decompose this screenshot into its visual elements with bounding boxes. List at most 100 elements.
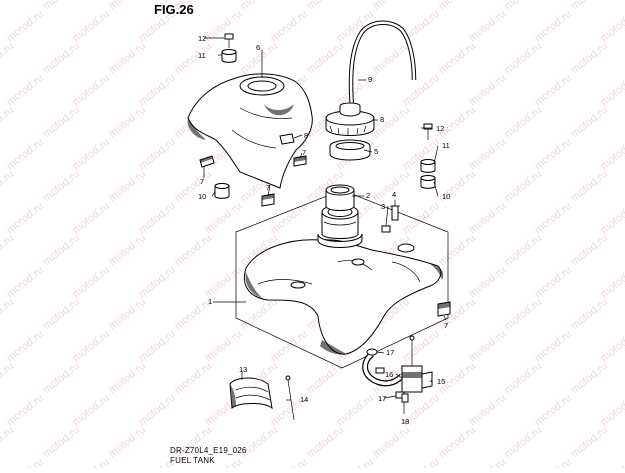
watermark-text: motod.ru: [4, 8, 46, 44]
watermark-text: motod.ru: [40, 360, 82, 396]
watermark-text: motod.ru: [136, 392, 178, 428]
watermark-text: motod.ru: [466, 456, 508, 468]
watermark-text: motod.ru: [106, 424, 148, 460]
watermark-text: motod.ru: [466, 200, 508, 236]
callout-7: 7: [266, 183, 270, 192]
watermark-text: motod.ru: [532, 200, 574, 236]
watermark-text: motod.ru: [136, 200, 178, 236]
callout-18: 18: [401, 417, 409, 426]
watermark-text: motod.ru: [370, 104, 412, 140]
watermark-text: motod.ru: [598, 200, 625, 236]
callout-15: 15: [437, 377, 445, 386]
screws: [224, 33, 433, 140]
watermark-text: motod.ru: [370, 0, 412, 12]
callout-7: 7: [200, 177, 204, 186]
watermark-text: motod.ru: [70, 264, 112, 300]
callout-11: 11: [442, 141, 450, 150]
watermark-text: motod.ru: [0, 296, 16, 332]
callout-5: 5: [374, 147, 378, 156]
watermark-text: motod.ru: [40, 0, 82, 12]
leader-lines: [203, 37, 447, 414]
watermark-text: motod.ru: [532, 8, 574, 44]
watermark-text: motod.ru: [4, 392, 46, 428]
filler-neck: [317, 204, 363, 248]
watermark-text: motod.ru: [70, 456, 112, 468]
watermark-text: motod.ru: [172, 40, 214, 76]
watermark-text: motod.ru: [202, 8, 244, 44]
watermark-text: motod.ru: [466, 8, 508, 44]
watermark-text: motod.ru: [106, 360, 148, 396]
watermark-text: motod.ru: [106, 232, 148, 268]
watermark-text: motod.ru: [40, 296, 82, 332]
watermark-text: motod.ru: [532, 264, 574, 300]
watermark-text: motod.ru: [532, 136, 574, 172]
fuel-cock: [395, 335, 433, 403]
watermark-text: motod.ru: [4, 72, 46, 108]
callout-8: 8: [380, 115, 384, 124]
watermark-text: motod.ru: [40, 40, 82, 76]
tank-cover: [187, 73, 313, 189]
watermark-text: motod.ru: [436, 0, 478, 12]
watermark-text: motod.ru: [502, 424, 544, 460]
watermark-text: motod.ru: [568, 0, 610, 12]
watermark-text: motod.ru: [568, 360, 610, 396]
watermark-text: motod.ru: [4, 456, 46, 468]
watermark-text: motod.ru: [0, 360, 16, 396]
watermark-text: motod.ru: [502, 232, 544, 268]
watermark-text: motod.ru: [466, 136, 508, 172]
fuel-tank: [244, 239, 444, 355]
watermark-text: motod.ru: [598, 328, 625, 364]
watermark-text: motod.ru: [598, 136, 625, 172]
watermark-text: motod.ru: [400, 328, 442, 364]
watermark-text: motod.ru: [568, 296, 610, 332]
watermark-text: motod.ru: [70, 328, 112, 364]
watermark-text: motod.ru: [400, 72, 442, 108]
cushion-pads: [199, 133, 451, 317]
callout-11: 11: [198, 51, 206, 60]
watermark-text: motod.ru: [304, 360, 346, 396]
callout-16: 16: [385, 370, 393, 379]
callout-1: 1: [208, 297, 212, 306]
watermark-text: motod.ru: [70, 72, 112, 108]
watermark-text: motod.ru: [598, 456, 625, 468]
watermark-text: motod.ru: [106, 0, 148, 12]
watermark-text: motod.ru: [40, 424, 82, 460]
watermark-text: motod.ru: [532, 392, 574, 428]
watermark-text: motod.ru: [304, 40, 346, 76]
watermark-text: motod.ru: [106, 296, 148, 332]
callout-17: 17: [386, 348, 394, 357]
watermark-text: motod.ru: [502, 296, 544, 332]
watermark-text: motod.ru: [502, 360, 544, 396]
watermark-text: motod.ru: [466, 328, 508, 364]
watermark-text: motod.ru: [268, 200, 310, 236]
callout-2: 2: [366, 191, 370, 200]
watermark-text: motod.ru: [400, 200, 442, 236]
watermark-text: motod.ru: [106, 104, 148, 140]
watermark-text: motod.ru: [106, 168, 148, 204]
watermark-text: motod.ru: [370, 40, 412, 76]
watermark-text: motod.ru: [4, 264, 46, 300]
callout-13: 13: [239, 365, 247, 374]
watermark-text: motod.ru: [466, 392, 508, 428]
watermark-text: motod.ru: [268, 8, 310, 44]
watermark-text: motod.ru: [40, 232, 82, 268]
callout-12: 12: [198, 34, 206, 43]
watermark-text: motod.ru: [172, 360, 214, 396]
watermark-text: motod.ru: [568, 104, 610, 140]
watermark-text: motod.ru: [202, 264, 244, 300]
watermark-text: motod.ru: [4, 328, 46, 364]
watermark-text: motod.ru: [502, 168, 544, 204]
watermark-text: motod.ru: [136, 72, 178, 108]
watermark-text: motod.ru: [106, 40, 148, 76]
watermark-text: motod.ru: [370, 424, 412, 460]
watermark-text: motod.ru: [4, 136, 46, 172]
watermark-text: motod.ru: [238, 296, 280, 332]
callout-7: 7: [444, 321, 448, 330]
watermark-text: motod.ru: [304, 424, 346, 460]
callout-10: 10: [198, 192, 206, 201]
watermark-text: motod.ru: [436, 104, 478, 140]
watermark-text: motod.ru: [532, 72, 574, 108]
filler-neck-upper: [325, 184, 355, 211]
